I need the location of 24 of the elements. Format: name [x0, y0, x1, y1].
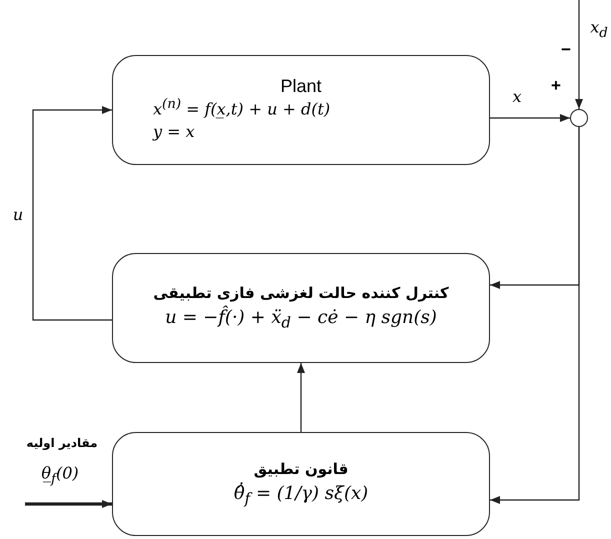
title-text: قانون تطبیق [254, 459, 348, 480]
arrow [490, 127, 580, 504]
edge-label: x$_{d}$ [590, 16, 608, 43]
plant-box [112, 55, 490, 165]
equation-text: y = x [153, 121, 195, 144]
arrow [25, 500, 112, 508]
arrow [490, 114, 570, 122]
controller-box [112, 253, 490, 363]
sign-label: + [551, 76, 561, 96]
initial-value-label: θ̲$_{f}$(0) [41, 462, 79, 489]
arrow [32, 106, 112, 321]
title-text: کنترل کننده حالت لغزشی فازی تطبیقی [153, 283, 449, 304]
title-text: Plant [280, 76, 322, 96]
equation-text: x$^{(n)}$ = f(x̲,t) + u + d(t) [153, 96, 330, 121]
arrow [575, 0, 583, 109]
sign-label: − [561, 40, 571, 60]
equation-text: θ̂̇$_{f}$ = (1/γ) sξ(x) [234, 481, 368, 510]
edge-label: x [512, 86, 522, 108]
equation-text: u = −f̂(·) + ẍ$_{d}$ − cė − η sgn(s) [165, 304, 437, 334]
edge-label: u [12, 204, 24, 226]
edge-label: مقادیر اولیه [26, 435, 98, 452]
adaptation-law-box [112, 432, 490, 536]
arrow [297, 363, 305, 432]
summing-junction [570, 109, 588, 127]
